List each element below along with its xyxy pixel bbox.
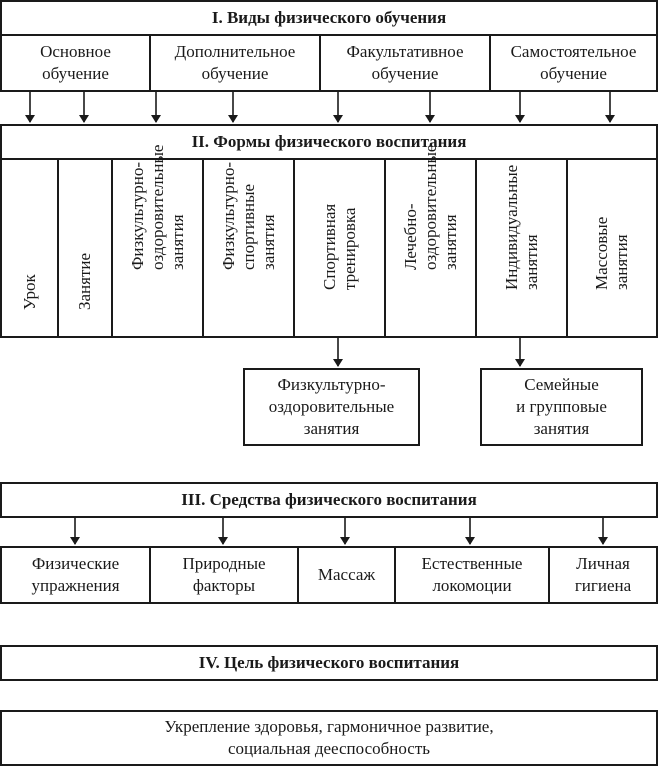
section4-title-text: IV. Цель физического воспитания bbox=[198, 653, 460, 672]
section3-item: Природные факторы bbox=[151, 548, 299, 602]
section2-column-label: Массовые занятия bbox=[592, 216, 631, 290]
section1-item: Дополнительное обучение bbox=[151, 36, 321, 90]
section2-sub-right: Семейные и групповые занятия bbox=[480, 368, 643, 446]
section2-column-label: Физкультурно- оздоровительные занятия bbox=[127, 144, 187, 270]
section2-column-label: Спортивная тренировка bbox=[319, 203, 359, 290]
section3-item: Личная гигиена bbox=[574, 554, 632, 595]
section3-item: Массаж bbox=[299, 548, 396, 602]
section2-column: Занятие bbox=[59, 160, 113, 336]
section1-item: Самостоятельное обучение bbox=[510, 42, 637, 83]
section2-column: Физкультурно- спортивные занятия bbox=[204, 160, 295, 336]
section2-column-label: Физкультурно- спортивные занятия bbox=[218, 161, 278, 270]
section2-column-label: Лечебно- оздоровительные занятия bbox=[400, 144, 460, 270]
section2-title: II. Формы физического воспитания bbox=[0, 124, 658, 160]
section2-column: Лечебно- оздоровительные занятия bbox=[386, 145, 477, 336]
section2-title-text: II. Формы физического воспитания bbox=[191, 132, 467, 151]
section1-item: Факультативное обучение bbox=[321, 36, 491, 90]
section2-column-label: Урок bbox=[19, 274, 39, 310]
section2-column-label: Занятие bbox=[75, 252, 94, 310]
section4-goal: Укрепление здоровья, гармоничное развити… bbox=[0, 710, 658, 766]
section2-sub-left: Физкультурно- оздоровительные занятия bbox=[243, 368, 420, 446]
section3-item: Физические упражнения bbox=[2, 548, 151, 602]
section3-item: Естественные локомоции bbox=[396, 548, 550, 602]
section1-items-row: Основное обучение Дополнительное обучени… bbox=[0, 34, 658, 92]
section3-title-text: III. Средства физического воспитания bbox=[181, 490, 477, 509]
section4-title: IV. Цель физического воспитания bbox=[0, 645, 658, 681]
section2-column: Индивидуальные занятия bbox=[477, 160, 568, 336]
section2-columns-row: Урок Занятие Физкультурно- оздоровительн… bbox=[0, 145, 658, 338]
section2-column: Урок bbox=[2, 160, 59, 336]
section3-title: III. Средства физического воспитания bbox=[0, 482, 658, 518]
section1-title-text: I. Виды физического обучения bbox=[211, 8, 447, 27]
section2-column: Спортивная тренировка bbox=[295, 160, 386, 336]
section2-column-label: Индивидуальные занятия bbox=[501, 164, 541, 290]
section1-title: I. Виды физического обучения bbox=[0, 0, 658, 36]
section2-column: Массовые занятия bbox=[568, 160, 656, 336]
section3-items-row: Физические упражнения Природные факторы … bbox=[0, 546, 658, 604]
section1-item: Основное обучение bbox=[2, 36, 151, 90]
section2-column: Физкультурно- оздоровительные занятия bbox=[113, 145, 204, 336]
